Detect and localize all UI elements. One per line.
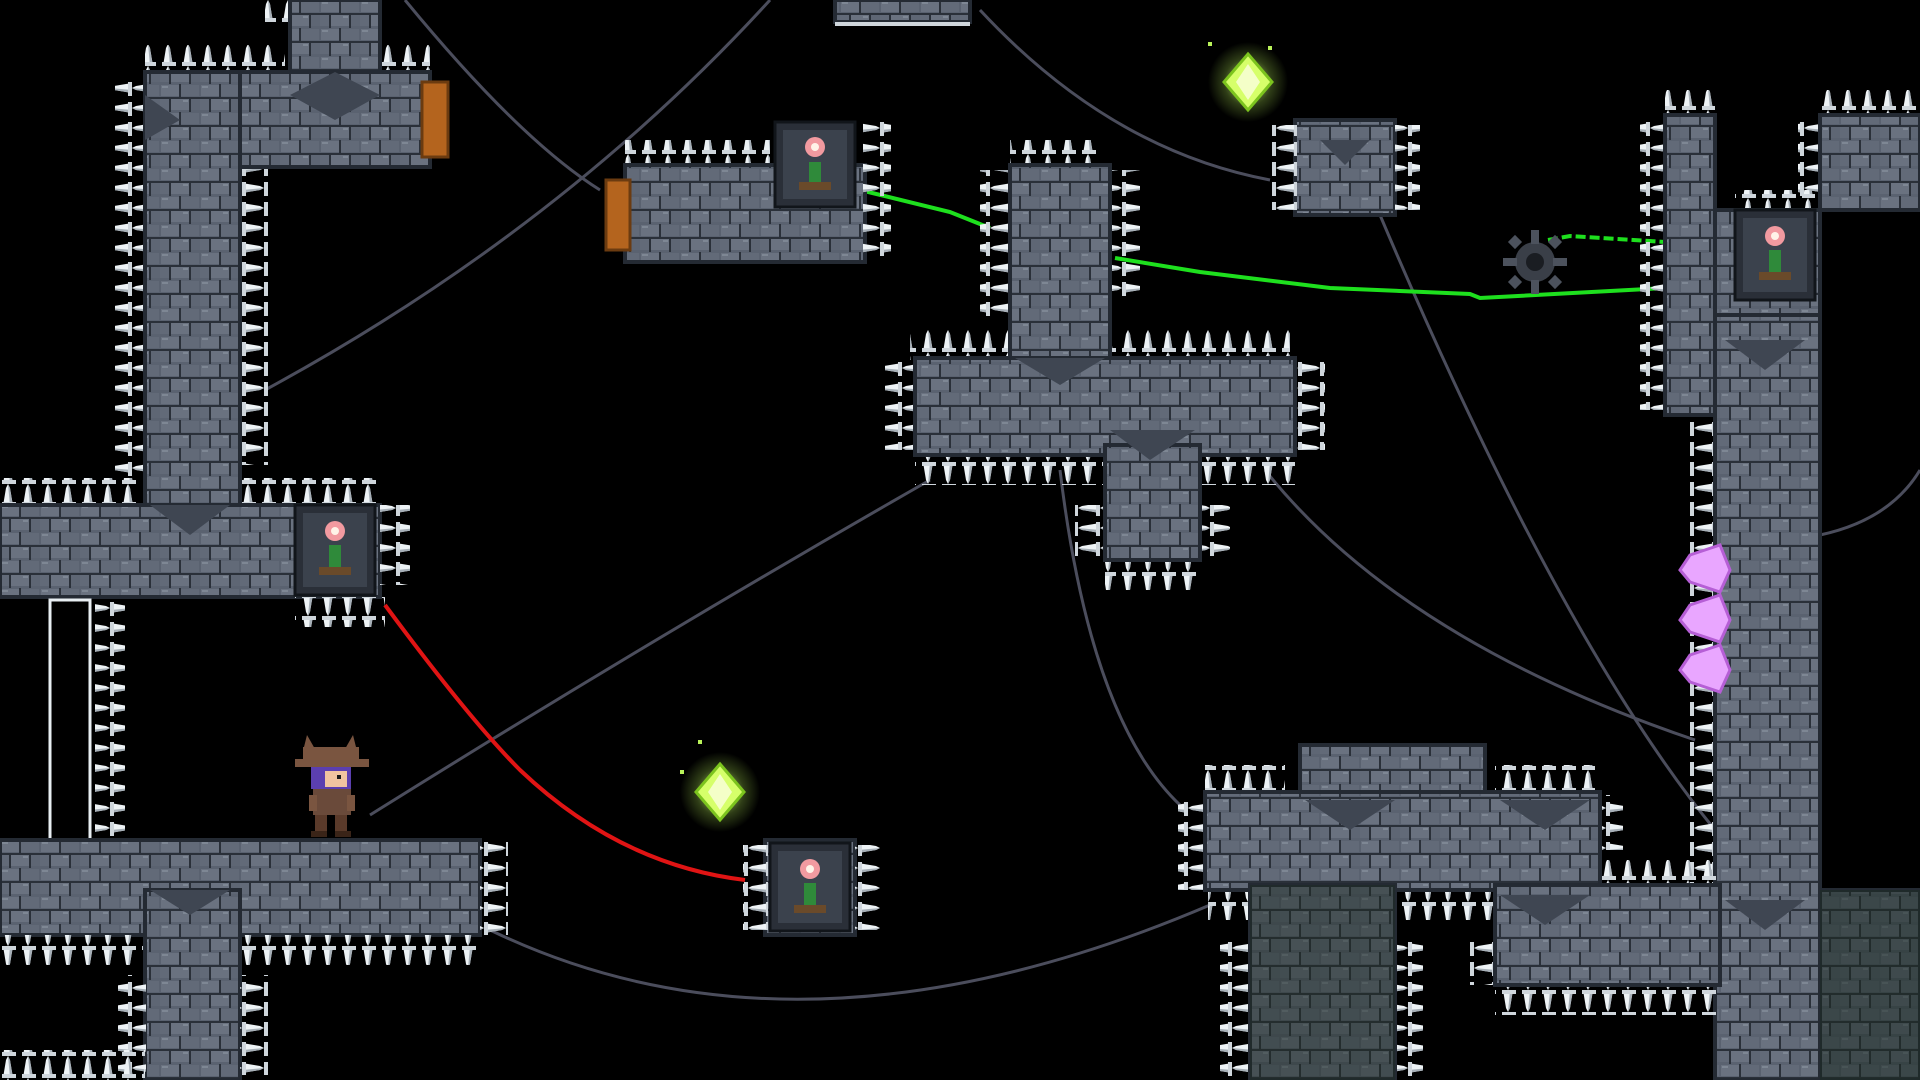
stone-structure-upper-left xyxy=(115,0,450,514)
stone-wall-right xyxy=(1640,90,1920,1080)
flower-turret-icon xyxy=(773,120,857,209)
flower-turrets xyxy=(293,120,1817,933)
pink-crystal-icon xyxy=(1678,543,1732,594)
spiked-gear-icon xyxy=(1503,230,1567,294)
stone-platform-top-center xyxy=(833,0,972,26)
stone-cross-center xyxy=(885,140,1325,590)
refill-crystals xyxy=(680,42,1288,832)
refill-crystal-icon xyxy=(1208,42,1288,122)
flower-turret-icon xyxy=(768,841,852,933)
player-character xyxy=(295,735,369,837)
pink-crystal-icon xyxy=(1678,593,1732,644)
refill-crystal-icon xyxy=(680,740,760,832)
wooden-door xyxy=(604,178,632,252)
pink-crystals xyxy=(1678,543,1732,694)
stone-complex-bottom-right xyxy=(1178,743,1722,1080)
stone-block-upper-right xyxy=(1272,118,1420,217)
flower-turret-icon xyxy=(293,503,377,597)
stone-floor-bottom-left xyxy=(0,838,508,1080)
pink-crystal-icon xyxy=(1678,643,1732,694)
flower-turret-icon xyxy=(1733,208,1817,302)
tether-ropes xyxy=(264,0,1920,1001)
wooden-door xyxy=(420,80,450,159)
